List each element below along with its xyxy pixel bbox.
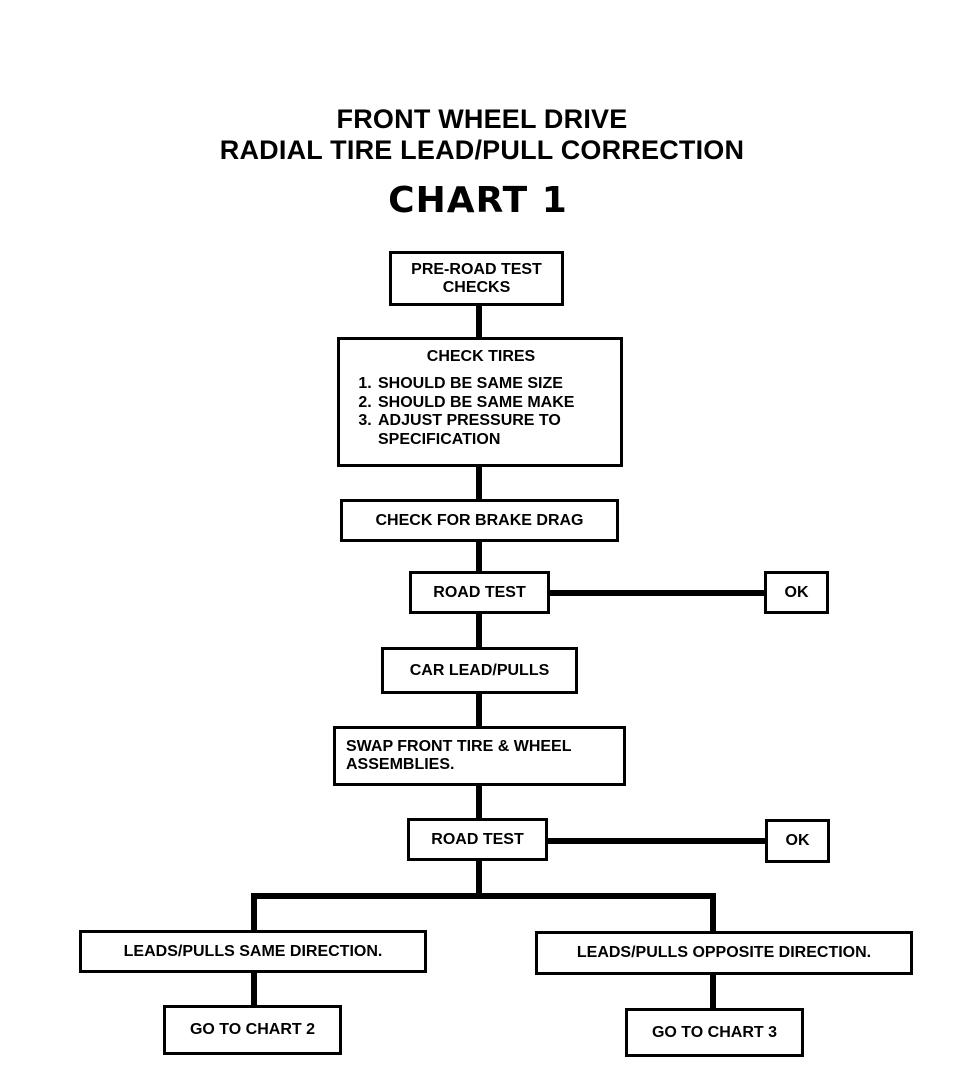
list-item-number: 3. xyxy=(358,412,372,429)
chart-number: CHART 1 xyxy=(388,180,568,221)
list-item-number: 1. xyxy=(358,375,372,392)
check-tires-box: CHECK TIRES 1. SHOULD BE SAME SIZE 2. SH… xyxy=(337,337,623,467)
list-item: 1. SHOULD BE SAME SIZE xyxy=(352,375,610,394)
connector-branch-bar xyxy=(251,893,716,932)
swap-line1: SWAP FRONT TIRE & WHEEL xyxy=(346,738,572,755)
swap-assemblies-box: SWAP FRONT TIRE & WHEEL ASSEMBLIES. xyxy=(333,726,626,786)
title-line-2: RADIAL TIRE LEAD/PULL CORRECTION xyxy=(219,135,745,165)
same-direction-box: LEADS/PULLS SAME DIRECTION. xyxy=(79,930,427,973)
list-item-continuation: SPECIFICATION xyxy=(352,431,610,450)
pre-road-test-line2: CHECKS xyxy=(442,278,511,296)
pre-road-test-box: PRE-ROAD TEST CHECKS xyxy=(389,251,564,306)
go-to-chart-3-box: GO TO CHART 3 xyxy=(625,1008,804,1057)
check-tires-list: 1. SHOULD BE SAME SIZE 2. SHOULD BE SAME… xyxy=(352,375,610,449)
chart-title: FRONT WHEEL DRIVE RADIAL TIRE LEAD/PULL … xyxy=(0,104,964,166)
pre-road-test-line1: PRE-ROAD TEST xyxy=(411,260,542,278)
list-item: 2. SHOULD BE SAME MAKE xyxy=(352,394,610,413)
list-item-text: SHOULD BE SAME SIZE xyxy=(378,375,563,392)
title-line-1: FRONT WHEEL DRIVE xyxy=(336,104,628,134)
brake-drag-box: CHECK FOR BRAKE DRAG xyxy=(340,499,619,542)
list-item-number: 2. xyxy=(358,393,372,411)
go-to-chart-2-box: GO TO CHART 2 xyxy=(163,1005,342,1055)
road-test-box-1: ROAD TEST xyxy=(409,571,550,614)
list-item-text: SPECIFICATION xyxy=(378,430,501,448)
list-item-text: SHOULD BE SAME MAKE xyxy=(378,393,575,411)
opposite-direction-box: LEADS/PULLS OPPOSITE DIRECTION. xyxy=(535,931,913,975)
swap-line2: ASSEMBLIES. xyxy=(346,756,455,773)
car-lead-pulls-box: CAR LEAD/PULLS xyxy=(381,647,578,694)
list-item-text: ADJUST PRESSURE TO xyxy=(378,412,561,429)
ok-box-1: OK xyxy=(764,571,829,614)
road-test-box-2: ROAD TEST xyxy=(407,818,548,861)
ok-box-2: OK xyxy=(765,819,830,863)
list-item: 3. ADJUST PRESSURE TO xyxy=(352,412,610,431)
check-tires-heading: CHECK TIRES xyxy=(426,348,536,365)
